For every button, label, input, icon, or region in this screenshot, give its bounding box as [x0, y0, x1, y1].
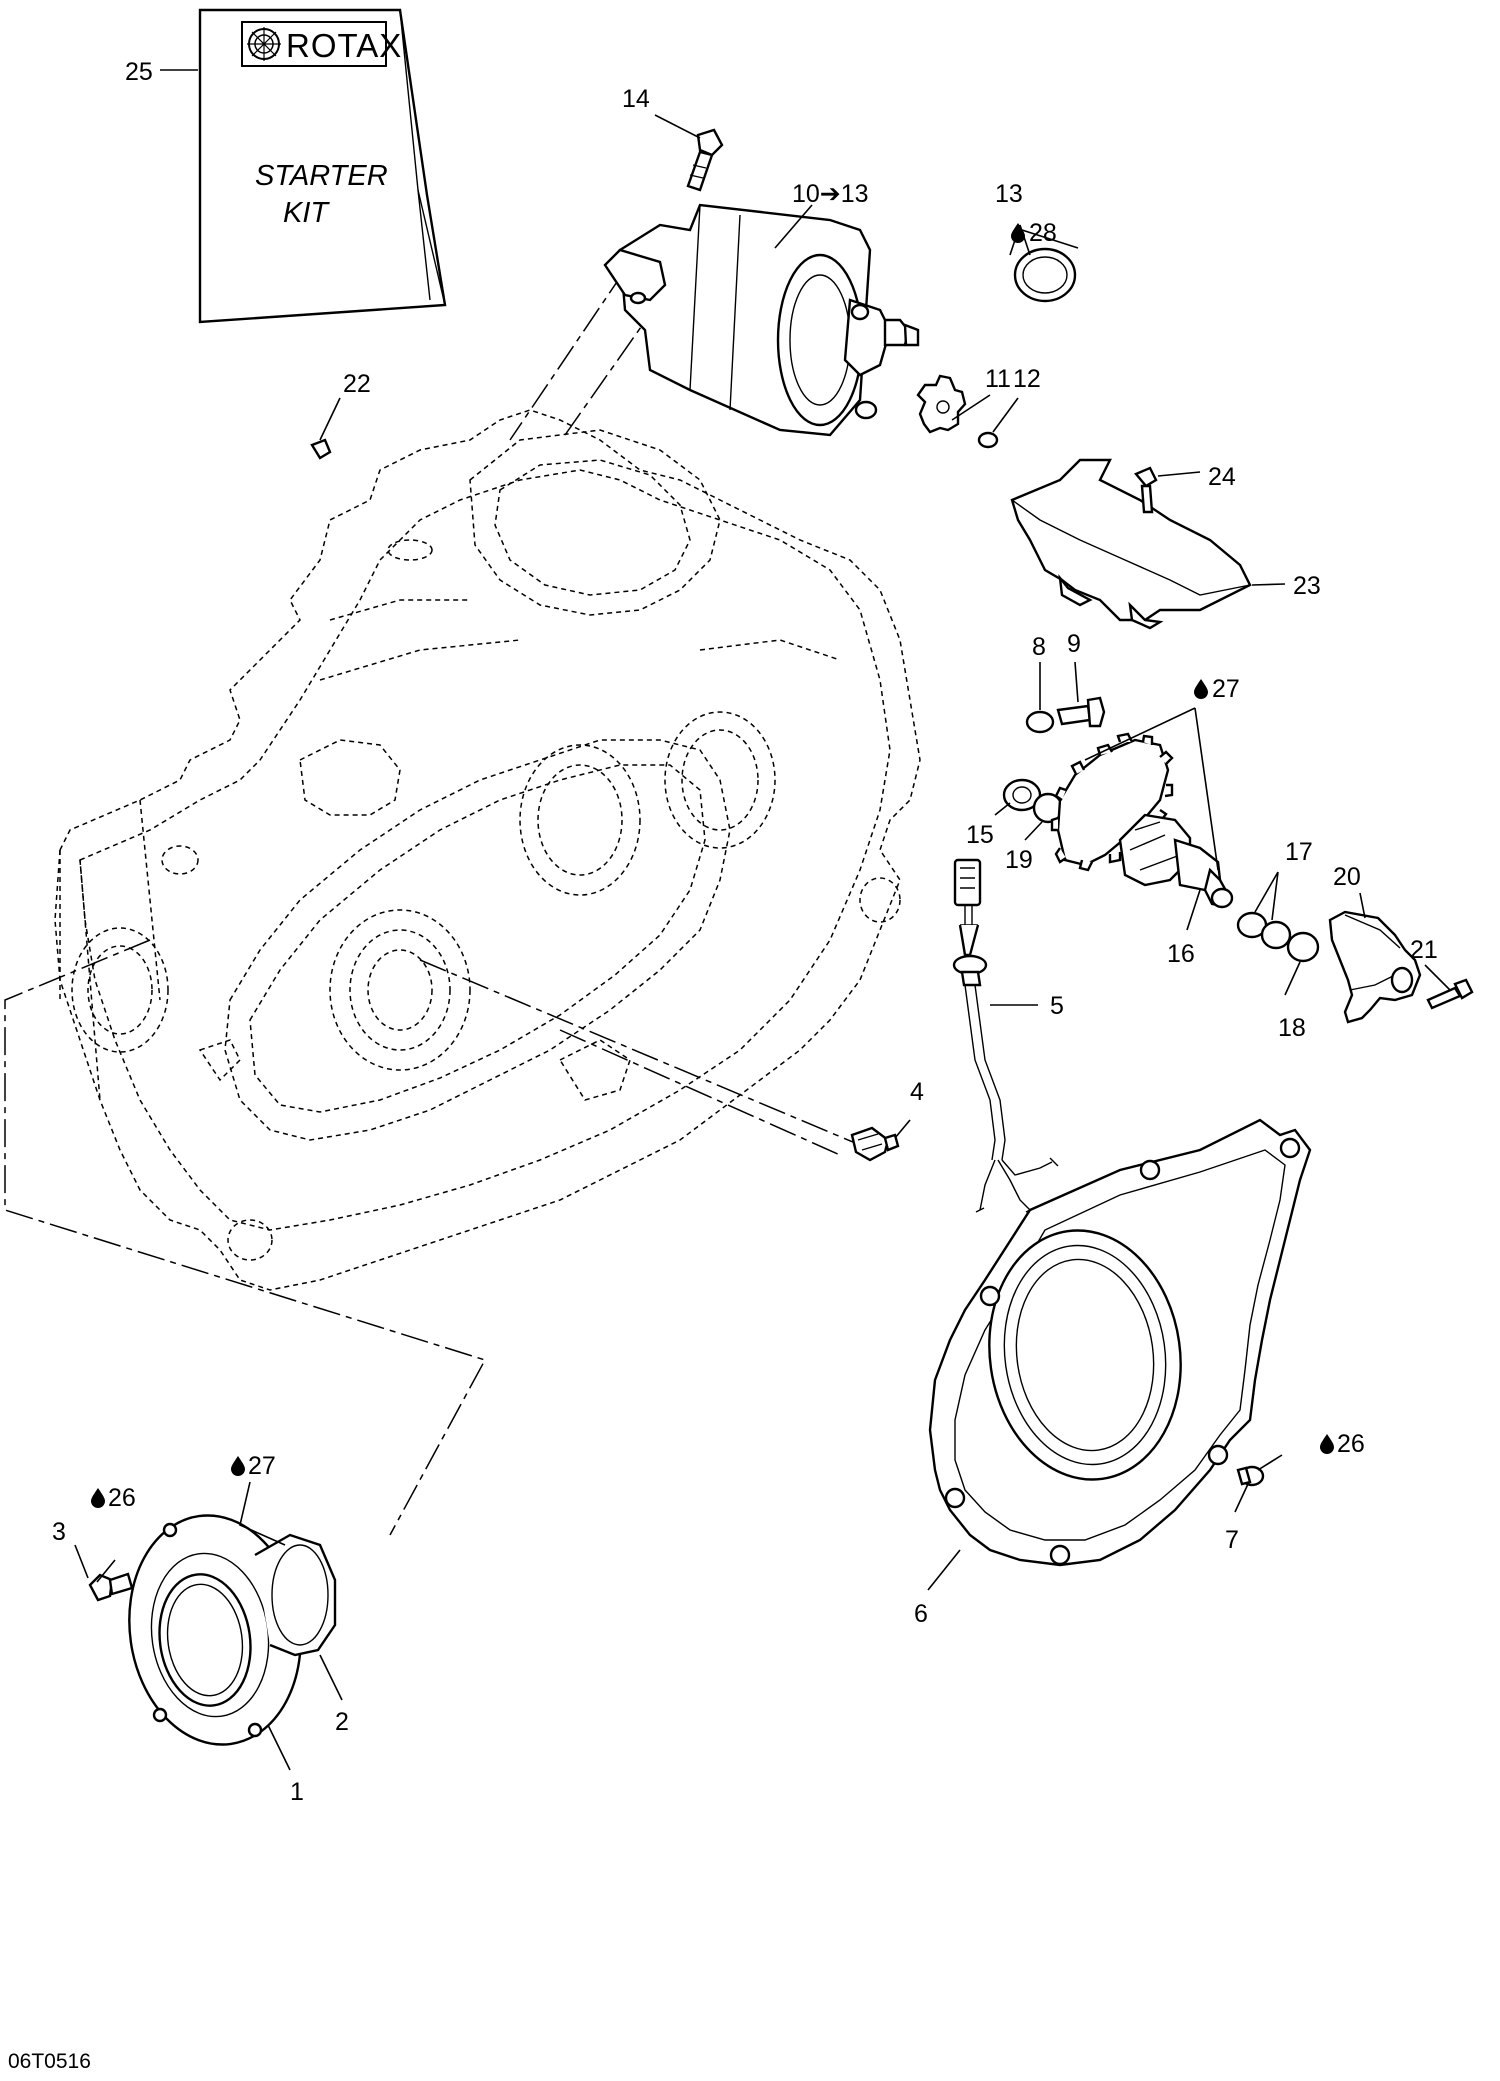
- callout-2: 2: [335, 1708, 349, 1736]
- oil-seal-2: [254, 1533, 337, 1657]
- lubricant-28: 28: [1029, 219, 1057, 247]
- kit-title-line2: KIT: [283, 197, 330, 229]
- callout-5: 5: [1050, 992, 1064, 1020]
- plug-22: [310, 438, 332, 460]
- callout-11: 11: [985, 365, 1011, 393]
- kit-title-line1: STARTER: [255, 160, 388, 192]
- lubricant-27-top: 27: [1212, 675, 1240, 703]
- washer-12: [977, 431, 999, 449]
- callout-6: 6: [914, 1600, 928, 1628]
- oil-drop-icon: [1194, 679, 1208, 699]
- callout-12: 12: [1013, 365, 1041, 393]
- callout-16: 16: [1167, 940, 1195, 968]
- callout-20: 20: [1333, 863, 1361, 891]
- callout-24: 24: [1208, 463, 1236, 491]
- starter-cover-6: [928, 1118, 1312, 1567]
- screw-7: [1236, 1465, 1265, 1487]
- drawing-code: 06T0516: [8, 2050, 91, 2073]
- leader-lines: [74, 69, 1451, 1771]
- washer-18: [1286, 931, 1320, 963]
- starter-cover-23: [1010, 458, 1252, 630]
- callout-21: 21: [1410, 936, 1438, 964]
- bombardier-gear-icon: [247, 27, 281, 61]
- starter-kit-booklet: ROTAX STARTER KIT: [198, 8, 447, 324]
- callout-25: 25: [125, 58, 153, 86]
- oil-drop-icon: [1320, 1434, 1334, 1454]
- o-ring-13: [1013, 247, 1077, 303]
- sensor-4: [850, 1126, 900, 1162]
- callout-18: 18: [1278, 1014, 1306, 1042]
- intermediate-gear-16: [1050, 732, 1234, 909]
- callout-23: 23: [1293, 572, 1321, 600]
- assembly-lines: [4, 269, 861, 1536]
- screw-9: [1056, 696, 1106, 728]
- callout-10-13: 10➔13: [792, 180, 869, 208]
- oil-drop-icon: [1011, 223, 1025, 243]
- callout-9: 9: [1067, 630, 1081, 658]
- washer-8: [1025, 710, 1055, 734]
- screw-3: [88, 1572, 134, 1602]
- lubricant-26-right: 26: [1337, 1430, 1365, 1458]
- callout-17: 17: [1285, 838, 1313, 866]
- lubricant-26-left: 26: [108, 1484, 136, 1512]
- gear-support-20: [1328, 910, 1422, 1024]
- callout-22: 22: [343, 370, 371, 398]
- pinion-gear-11: [916, 374, 967, 434]
- starter-motor: [603, 203, 920, 437]
- screw-21: [1426, 978, 1474, 1010]
- lubricant-27-bottom: 27: [248, 1452, 276, 1480]
- callout-13: 13: [995, 180, 1023, 208]
- crankcase-outline: [54, 409, 921, 1291]
- callout-19: 19: [1005, 846, 1033, 874]
- callout-15: 15: [966, 821, 994, 849]
- brand-logo: ROTAX: [286, 27, 402, 64]
- bearing-housing-1: [128, 1514, 302, 1746]
- callout-8: 8: [1032, 633, 1046, 661]
- screw-14: [686, 128, 724, 192]
- callout-7: 7: [1225, 1526, 1239, 1554]
- callout-1: 1: [290, 1778, 304, 1806]
- wiring-harness-5: [952, 858, 1059, 1213]
- callout-14: 14: [622, 85, 650, 113]
- screw-24: [1134, 466, 1158, 514]
- oil-drop-icon: [231, 1456, 245, 1476]
- needle-bearing-15: [1002, 778, 1042, 812]
- callout-4: 4: [910, 1078, 924, 1106]
- callout-3: 3: [52, 1518, 66, 1546]
- oil-drop-icon: [91, 1488, 105, 1508]
- washers-17: [1236, 911, 1292, 950]
